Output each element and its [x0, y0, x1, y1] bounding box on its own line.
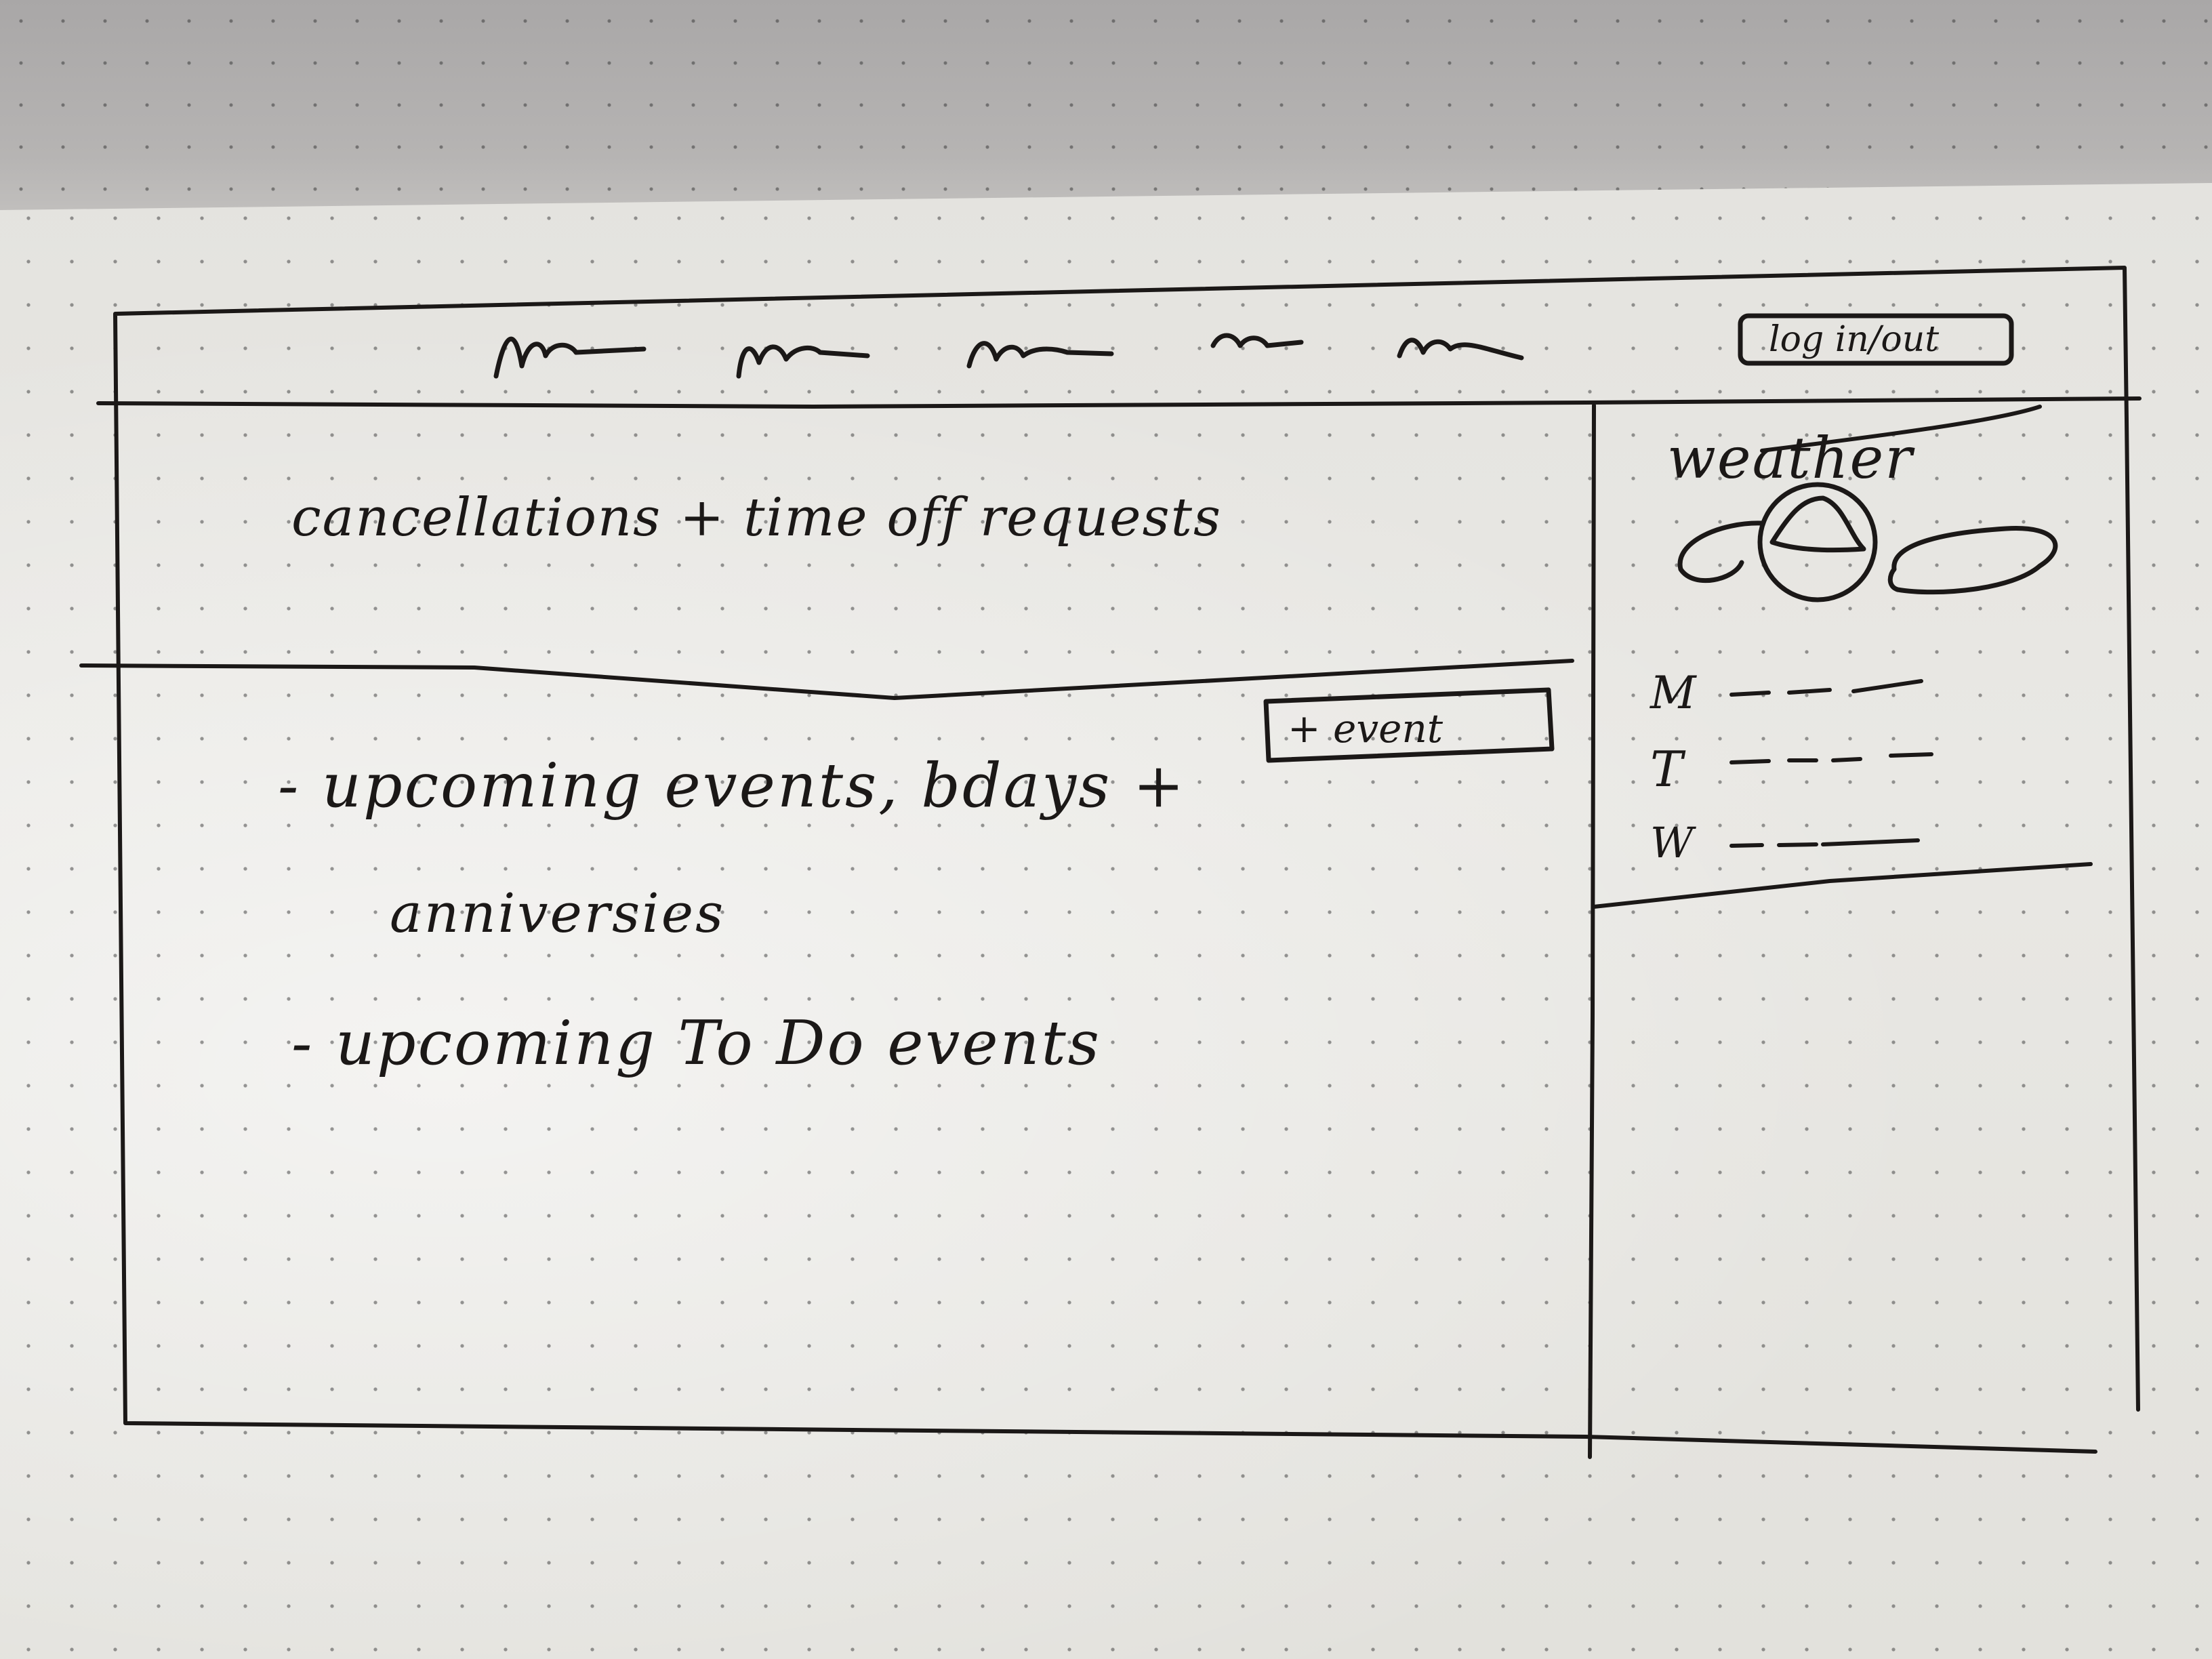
login-button-outline[interactable] [1738, 313, 2014, 366]
events-list-item-1-continued: anniversies [390, 882, 725, 945]
sidebar-divider [1588, 403, 1596, 1459]
sun-circle [1757, 482, 1878, 602]
nav-item-5[interactable] [1397, 337, 1524, 361]
login-button[interactable]: log in/out [1738, 313, 2014, 366]
sidebar-section-divider [1592, 862, 2093, 909]
events-list-item-1: - upcoming events, bdays + [278, 750, 1186, 821]
forecast-day-label: M [1650, 667, 1697, 719]
panel-divider [79, 659, 1574, 700]
cloud-right [1887, 526, 2058, 595]
cancellations-panel-title: cancellations + time off requests [291, 487, 1222, 548]
sun-inner-shape [1769, 495, 1866, 553]
forecast-row-wednesday: W [1650, 818, 1920, 867]
sun-cloud-icon [1677, 482, 2058, 602]
nav-item-3[interactable] [966, 341, 1114, 369]
nav-item-4[interactable] [1210, 333, 1304, 348]
weather-widget: weather M T W [1650, 405, 2058, 867]
weather-title-flourish [1760, 405, 2042, 453]
nav-item-1[interactable] [493, 336, 647, 379]
add-event-button-outline[interactable] [1263, 687, 1555, 763]
nav-bar [493, 333, 1524, 379]
dot-grid-paper [0, 183, 2212, 1659]
cloud-left [1677, 520, 1765, 583]
nav-item-2[interactable] [736, 344, 870, 379]
forecast-placeholder-line [1729, 679, 1923, 697]
forecast-row-tuesday: T [1650, 741, 1933, 798]
forecast-list: M T W [1650, 667, 1933, 867]
forecast-row-monday: M [1650, 667, 1923, 719]
add-event-button[interactable]: + event [1263, 687, 1555, 763]
header-divider [96, 396, 2142, 409]
add-event-button-label: + event [1288, 705, 1443, 752]
forecast-day-label: W [1650, 818, 1696, 867]
forecast-placeholder-line [1729, 752, 1933, 764]
login-button-label: log in/out [1769, 319, 1939, 360]
events-list-item-2: - upcoming To Do events [291, 1008, 1101, 1079]
forecast-day-label: T [1650, 741, 1686, 798]
app-window-frame [113, 266, 2140, 1454]
forecast-placeholder-line [1729, 838, 1920, 848]
desk-background [0, 0, 2212, 224]
